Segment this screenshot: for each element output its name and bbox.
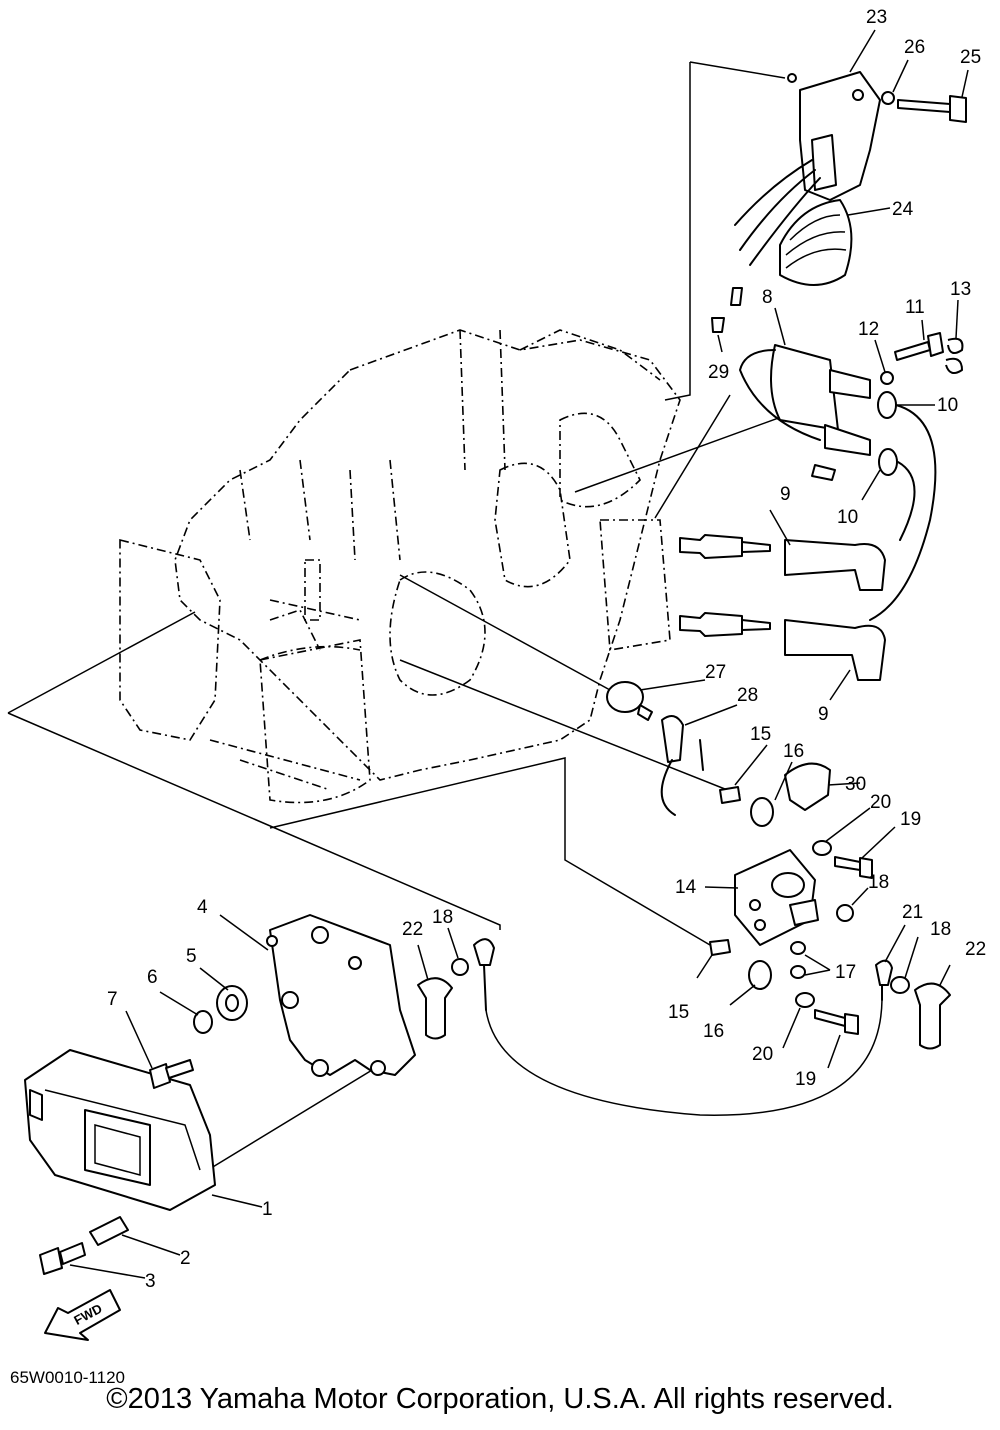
bracket-plate-4 (266, 914, 416, 1077)
collar-15-lower (709, 939, 731, 956)
callout-22-right: 22 (965, 939, 986, 960)
spark-plugs (679, 534, 771, 637)
cap-22-right (914, 982, 951, 1050)
callout-18-right: 18 (868, 872, 889, 893)
cdi-unit-1 (24, 1049, 216, 1211)
bolt-19-upper (834, 856, 873, 879)
callout-15-lower: 15 (668, 1002, 689, 1023)
callout-9-upper: 9 (780, 484, 791, 505)
callout-17: 17 (835, 962, 856, 983)
fwd-arrow: FWD (44, 1289, 121, 1341)
nut-17-b (790, 965, 806, 979)
washer-12 (880, 371, 894, 385)
bolt-3 (39, 1242, 86, 1275)
callout-15-upper: 15 (750, 724, 771, 745)
nut-18-right (836, 904, 854, 922)
bolt-7 (149, 1059, 194, 1089)
callout-16-lower: 16 (703, 1021, 724, 1042)
washer-20-lower (795, 992, 815, 1008)
callout-24: 24 (892, 199, 914, 220)
callout-10-lower: 10 (837, 507, 858, 528)
grommet-5 (216, 985, 248, 1021)
callout-16-upper: 16 (783, 741, 804, 762)
callout-6: 6 (147, 967, 158, 988)
washer-20-upper (812, 840, 832, 856)
callout-20-upper: 20 (870, 792, 891, 813)
terminal-21 (875, 959, 893, 1001)
callout-19-upper: 19 (900, 809, 921, 830)
grommet-16-upper (750, 797, 774, 827)
callout-8: 8 (762, 287, 773, 308)
nut-18-far (890, 976, 910, 994)
callout-5: 5 (186, 946, 197, 967)
callout-13: 13 (950, 279, 971, 300)
sensor-27 (606, 681, 653, 721)
bolt-25 (897, 95, 967, 123)
callout-11: 11 (905, 297, 925, 318)
grommet-16-lower (748, 960, 772, 990)
callout-7: 7 (107, 989, 118, 1010)
ignition-coil-8 (739, 344, 937, 621)
bolt-19-lower (814, 1009, 859, 1035)
cap-28 (660, 715, 704, 816)
boot-24 (779, 199, 853, 286)
collar-6 (193, 1010, 213, 1034)
bracket-30 (784, 762, 831, 811)
sleeve-2 (89, 1216, 129, 1246)
callout-4: 4 (197, 897, 208, 918)
callout-21: 21 (902, 902, 923, 923)
callout-30: 30 (845, 774, 866, 795)
relay-14 (734, 849, 819, 946)
ignition-coil-23 (711, 71, 881, 333)
callout-22-left: 22 (402, 919, 423, 940)
callout-leaders (69, 29, 969, 1279)
callout-28: 28 (737, 685, 758, 706)
callout-3: 3 (145, 1271, 156, 1292)
cap-22-left (417, 977, 453, 1040)
callout-10-upper: 10 (937, 395, 958, 416)
copyright-notice: ©2013 Yamaha Motor Corporation, U.S.A. A… (106, 1383, 894, 1415)
diagram-reference-code: 65W0010-1120 (10, 1368, 125, 1387)
collar-15-upper (719, 786, 741, 804)
callout-14: 14 (675, 877, 697, 898)
callout-23: 23 (866, 7, 887, 28)
callout-19-lower: 19 (795, 1069, 816, 1090)
plug-cap-9-lower (784, 619, 886, 681)
callout-25: 25 (960, 47, 981, 68)
callout-12: 12 (858, 319, 879, 340)
callout-20-lower: 20 (752, 1044, 773, 1065)
engine-block (119, 329, 681, 804)
callout-2: 2 (180, 1248, 191, 1269)
nut-18-left (451, 958, 469, 976)
callout-27: 27 (705, 662, 726, 683)
callout-18-far: 18 (930, 919, 951, 940)
callout-29: 29 (708, 362, 729, 383)
callout-18-left: 18 (432, 907, 453, 928)
callout-9-lower: 9 (818, 704, 829, 725)
callout-numbers: 1 2 3 4 5 6 7 8 9 9 10 10 11 12 13 14 15… (107, 7, 986, 1292)
nut-17-a (790, 941, 806, 955)
clip-13 (945, 337, 964, 375)
callout-26: 26 (904, 37, 925, 58)
bolt-11 (894, 332, 944, 361)
washer-26 (881, 91, 895, 105)
callout-1: 1 (262, 1199, 273, 1220)
terminal-left (473, 938, 495, 1011)
plug-cap-9-upper (784, 539, 886, 591)
